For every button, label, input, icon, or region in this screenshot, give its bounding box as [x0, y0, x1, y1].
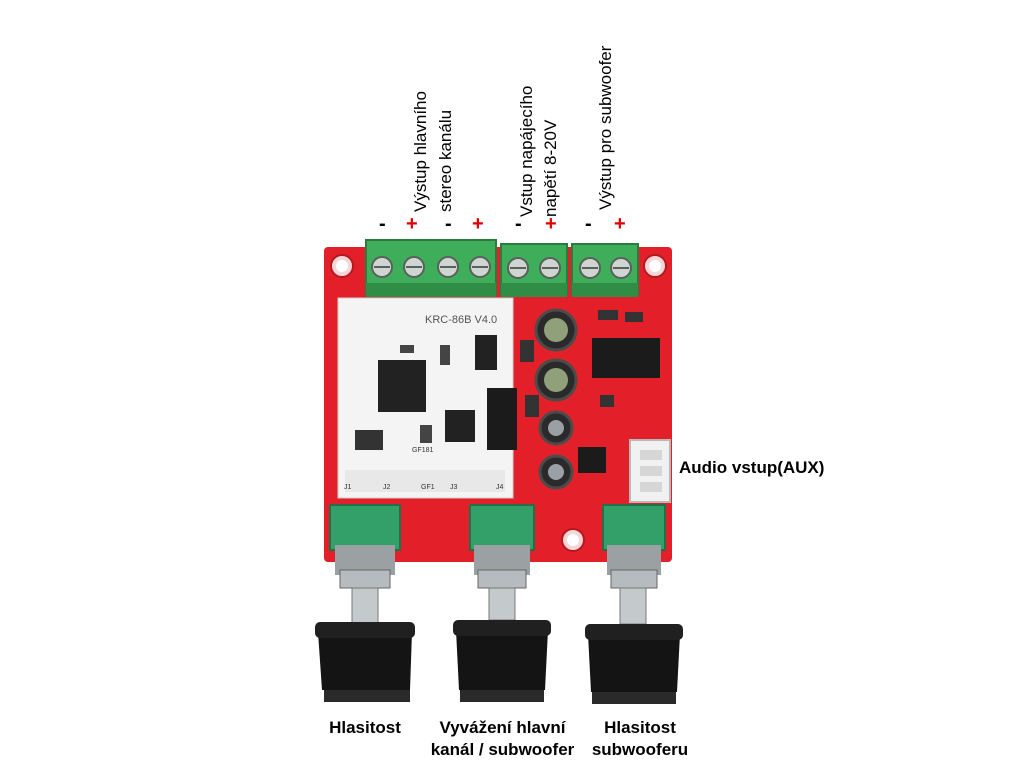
polarity-plus-3: + — [545, 213, 557, 235]
label-balance-line1: Vyvážení hlavní — [439, 718, 566, 737]
polarity-plus-1: + — [406, 213, 418, 235]
terminal-block-main-output — [365, 239, 497, 297]
svg-text:J2: J2 — [383, 484, 391, 491]
polarity-minus-3: - — [515, 213, 522, 235]
svg-text:J4: J4 — [496, 484, 504, 491]
bluetooth-module: KRC-86B V4.0 J1 J2 GF1 J3 J4 GF181 — [337, 297, 514, 499]
polarity-minus-4: - — [585, 213, 592, 235]
terminal-block-sub-output — [571, 243, 639, 297]
label-sub-volume-line1: Hlasitost — [604, 718, 676, 737]
label-aux-input: Audio vstup(AUX) — [679, 458, 825, 477]
polarity-minus-2: - — [445, 213, 452, 235]
label-balance-line2: kanál / subwoofer — [430, 740, 575, 759]
svg-text:J1: J1 — [344, 484, 352, 491]
ic-chip-1 — [487, 388, 517, 450]
potentiometer-balance — [453, 504, 551, 702]
capacitors — [534, 308, 578, 490]
svg-text:GF181: GF181 — [412, 447, 434, 454]
ic-chip-3 — [578, 447, 606, 473]
terminal-block-power-input — [500, 243, 568, 297]
potentiometer-volume — [315, 504, 415, 702]
module-label: KRC-86B V4.0 — [425, 314, 497, 326]
potentiometer-sub-volume — [585, 504, 683, 704]
label-volume: Hlasitost — [329, 718, 401, 737]
svg-text:GF1: GF1 — [421, 484, 435, 491]
ic-chip-2 — [592, 338, 660, 378]
polarity-plus-2: + — [472, 213, 484, 235]
label-sub-volume-line2: subwooferu — [591, 740, 689, 759]
polarity-minus-1: - — [379, 213, 386, 235]
svg-text:J3: J3 — [450, 484, 458, 491]
polarity-plus-4: + — [614, 213, 626, 235]
aux-connector — [629, 439, 671, 503]
